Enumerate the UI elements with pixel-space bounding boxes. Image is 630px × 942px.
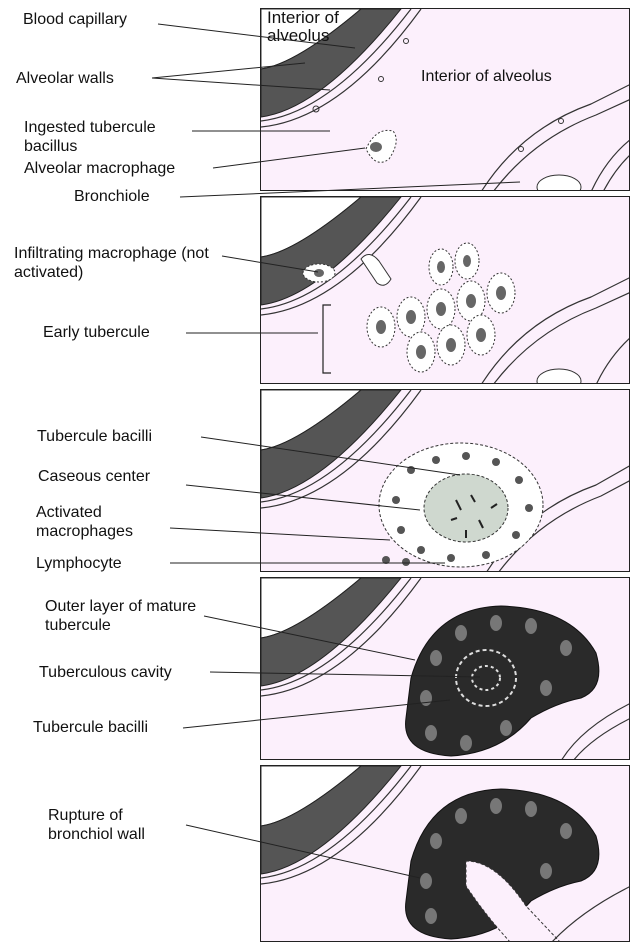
label-outer-layer: Outer layer of mature tubercule: [45, 597, 205, 635]
label-alveolar-macrophage: Alveolar macrophage: [24, 159, 175, 178]
label-bronchiole: Bronchiole: [74, 187, 150, 206]
label-activated-macrophages: Activated macrophages: [36, 503, 156, 541]
label-lymphocyte: Lymphocyte: [36, 554, 122, 573]
label-blood-capillary: Blood capillary: [23, 10, 127, 29]
label-infiltrating-macrophage: Infiltrating macrophage (not activated): [14, 244, 224, 282]
label-tuberculous-cavity: Tuberculous cavity: [39, 663, 172, 682]
label-tubercule-bacilli-4: Tubercule bacilli: [33, 718, 148, 737]
label-ingested-bacillus: Ingested tubercule bacillus: [24, 118, 194, 156]
label-alveolar-walls: Alveolar walls: [16, 69, 114, 88]
label-early-tubercule: Early tubercule: [43, 323, 150, 342]
label-tubercule-bacilli-3: Tubercule bacilli: [37, 427, 152, 446]
label-caseous-center: Caseous center: [38, 467, 150, 486]
label-rupture: Rupture of bronchiol wall: [48, 806, 188, 844]
